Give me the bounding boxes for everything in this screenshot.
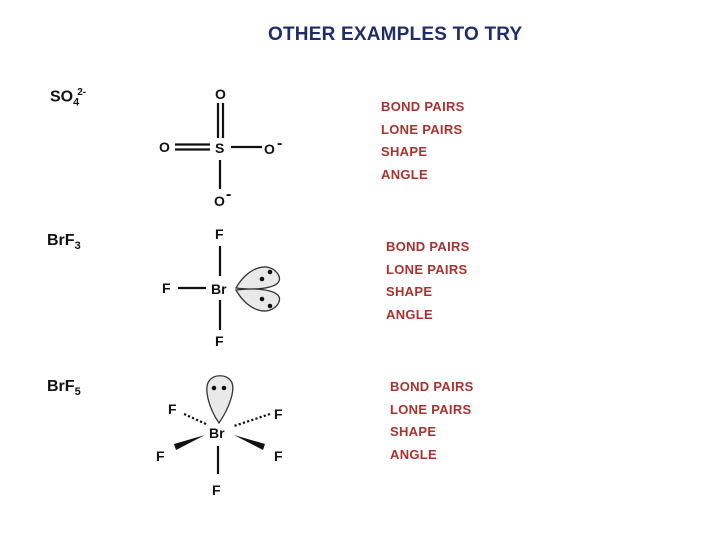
atom-f-lower-left: F [156,448,165,464]
formula-main: BrF [47,232,75,249]
atom-f-upper-left: F [168,401,177,417]
formula-subscript: 4 [73,96,80,109]
atom-f-left: F [162,280,171,296]
hashed-bond-upper-left [183,412,207,426]
atom-f-bottom: F [212,482,221,498]
atom-br-center: Br [209,425,225,441]
so4-property-list: BOND PAIRS LONE PAIRS SHAPE ANGLE [381,99,465,190]
atom-o-top: O [215,86,226,102]
atom-br-center: Br [211,281,227,297]
atom-f-lower-right: F [274,448,283,464]
property-shape: SHAPE [381,144,428,160]
brf5-property-list: BOND PAIRS LONE PAIRS SHAPE ANGLE [390,379,474,470]
formula-brf5: BrF5 [47,378,81,398]
property-bond-pairs: BOND PAIRS [381,99,465,114]
wedge-bond-lower-right [234,435,265,450]
formula-so4: SO42- [50,87,88,109]
property-shape: SHAPE [386,284,433,300]
property-lone-pairs: LONE PAIRS [386,261,468,277]
property-angle: ANGLE [390,447,437,463]
atom-o-left: O [159,139,170,155]
atom-f-bottom: F [215,333,224,349]
wedge-bond-lower-left [174,435,205,450]
property-bond-pairs: BOND PAIRS [390,379,474,394]
atom-f-upper-right: F [274,406,283,422]
property-shape: SHAPE [390,424,437,440]
property-lone-pairs: LONE PAIRS [390,401,472,417]
formula-brf3: BrF3 [47,232,81,252]
property-bond-pairs: BOND PAIRS [386,239,470,254]
property-lone-pairs: LONE PAIRS [381,121,463,137]
formula-subscript: 5 [74,386,81,399]
formula-superscript: 2- [77,87,87,98]
formula-main: SO [50,88,74,106]
charge-right: - [277,135,282,152]
charge-bottom: - [226,186,231,203]
formula-subscript: 3 [74,240,81,253]
formula-main: BrF [47,378,75,395]
atom-f-top: F [215,226,224,242]
brf3-property-list: BOND PAIRS LONE PAIRS SHAPE ANGLE [386,239,470,330]
property-angle: ANGLE [386,307,433,323]
atom-o-bottom: O [214,193,225,209]
property-angle: ANGLE [381,167,428,183]
slide-title: OTHER EXAMPLES TO TRY [268,24,523,45]
hashed-bond-upper-right [233,412,271,428]
lone-pair-lobe-lower [234,288,281,312]
atom-s-center: S [215,140,224,156]
lone-pair-lobe-top [206,375,234,425]
atom-o-right: O [264,141,275,157]
